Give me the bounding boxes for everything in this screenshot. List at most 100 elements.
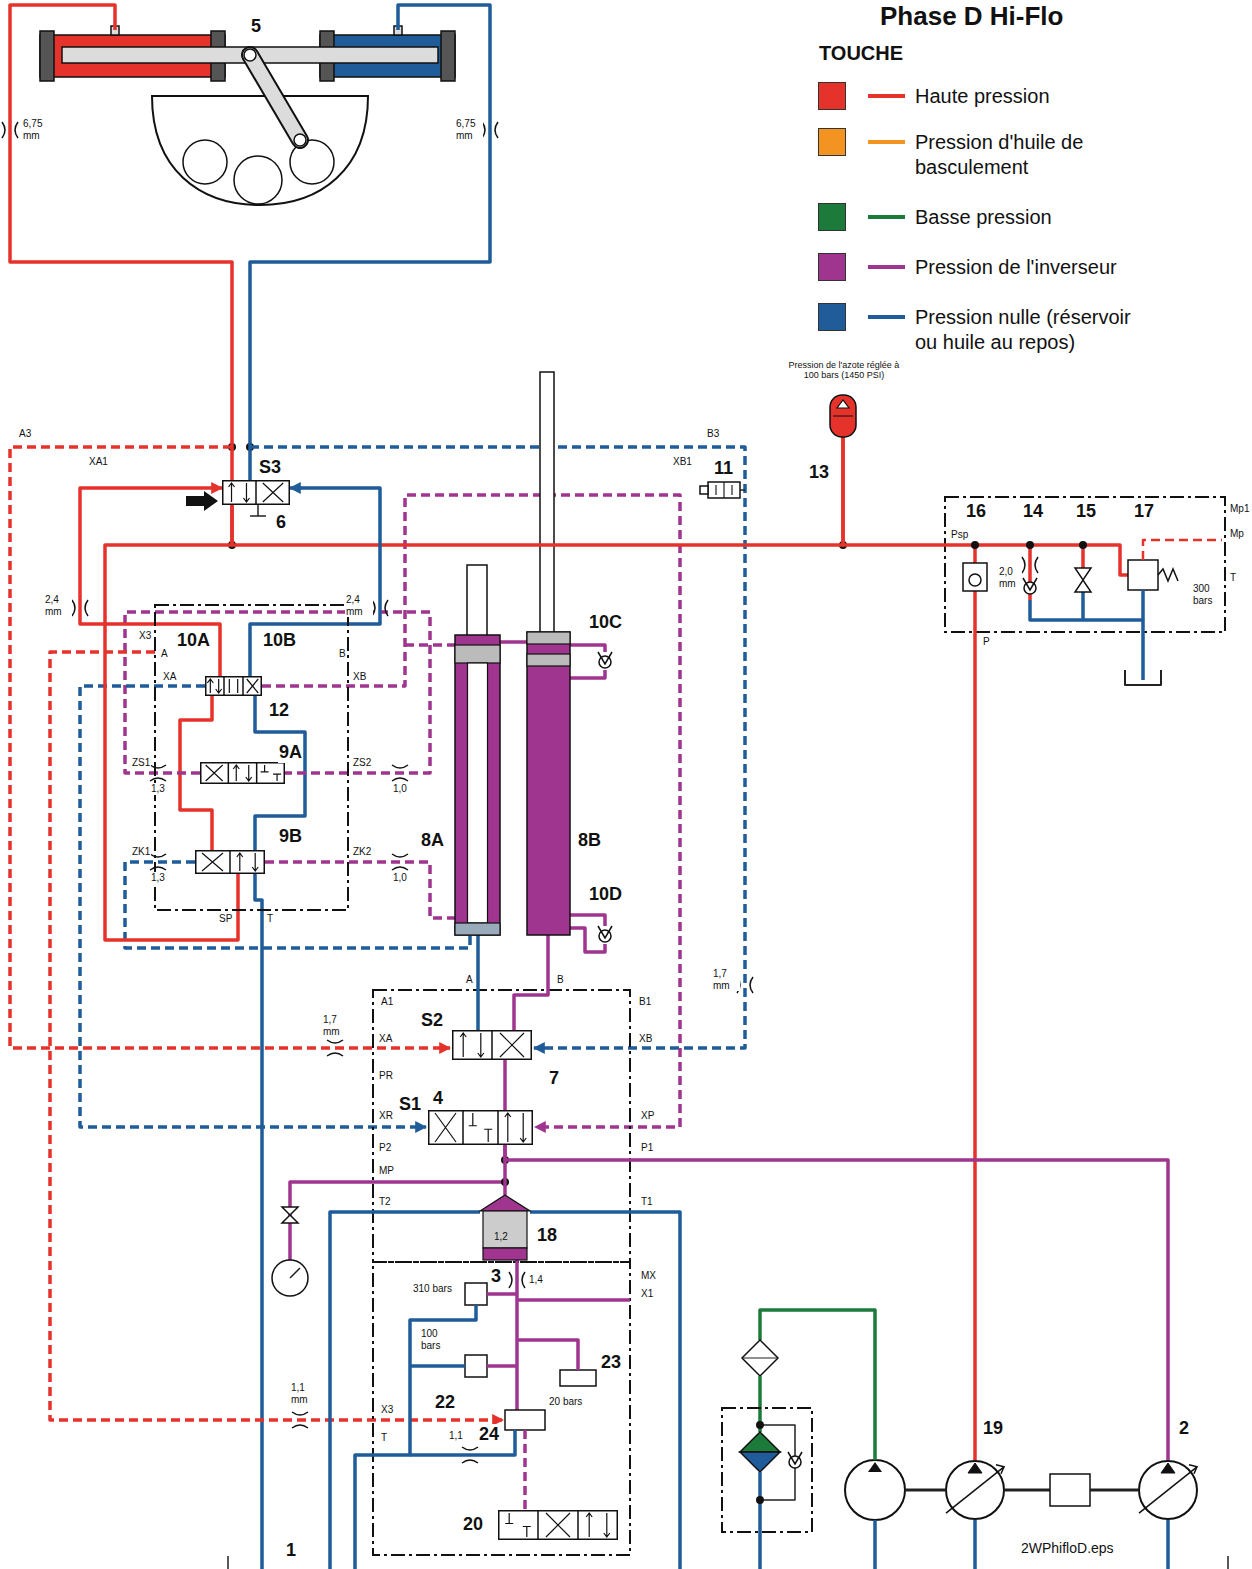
junction-dot: [756, 1421, 764, 1429]
hydraulic-line: [125, 862, 470, 948]
callout-number: S2: [420, 1010, 444, 1031]
accumulator-mark: [837, 400, 849, 408]
pipe-connector: [105, 505, 238, 940]
restrictor-symbol: [150, 854, 166, 870]
port-label: 1,3: [150, 783, 166, 795]
symbol-stroke: [246, 765, 252, 781]
callout-number: 17: [1133, 501, 1155, 522]
gear-pump: [845, 1460, 905, 1520]
tank-symbol: [1125, 670, 1161, 685]
port-label: Mp1: [1229, 503, 1250, 515]
shape-outline: [945, 497, 1225, 632]
hydraulic-line: [905, 1489, 945, 1492]
callout-number: 8B: [577, 830, 602, 851]
spring: [1158, 569, 1178, 581]
filter-element: [740, 1452, 780, 1472]
valve-body: [201, 763, 285, 784]
hydraulic-line: [530, 1212, 680, 1569]
pressure-gauge: [272, 1260, 308, 1296]
port-label: T2: [378, 1196, 392, 1208]
hydraulic-line: [410, 1364, 465, 1368]
port-label: 100 bars: [420, 1328, 448, 1351]
symbol-stroke: [247, 679, 258, 693]
port-label: ZK1: [131, 846, 151, 858]
hydraulic-line: [236, 874, 240, 910]
symbol-stroke: [505, 1513, 513, 1524]
hydraulic-cylinder: 8A: [455, 635, 500, 935]
valve-symbol: 9A: [200, 762, 285, 784]
port-label: XP: [640, 1110, 655, 1122]
symbol-stroke: [537, 1510, 539, 1540]
port-label: 1,7 mm: [712, 968, 740, 991]
restrictor-symbol: [392, 765, 408, 781]
hydraulic-line: [1005, 1489, 1050, 1492]
filter-symbol: [742, 1340, 778, 1376]
port-label: 1,0: [392, 783, 408, 795]
pivot: [244, 49, 256, 61]
hydraulic-line: [758, 1532, 762, 1569]
component-label: 1,2: [494, 1231, 508, 1243]
restrictor-symbol: [327, 1040, 343, 1056]
piston-rod: [467, 565, 487, 637]
junction-dot: [1079, 541, 1087, 549]
hydraulic-line: [570, 928, 605, 952]
port-label: B1: [638, 996, 652, 1008]
callout-number: 10C: [588, 612, 623, 633]
variable-arrow: [1189, 1465, 1197, 1474]
shutoff-valve: [282, 1207, 298, 1223]
symbol-stroke: [273, 774, 281, 781]
callout-number: 20: [462, 1514, 484, 1535]
port-label: X3: [380, 1404, 394, 1416]
hydraulic-line: [570, 915, 605, 926]
port-label: T: [266, 913, 274, 925]
port-label: X1: [640, 1288, 654, 1300]
logic-chamber: [483, 1248, 527, 1260]
valve-body: [453, 1031, 532, 1060]
callout-number: 23: [600, 1352, 622, 1373]
port-label: PR: [378, 1070, 394, 1082]
port-label: T1: [640, 1196, 654, 1208]
callout-number: 10B: [262, 630, 297, 651]
symbol-stroke: [491, 1030, 493, 1060]
hydraulic-line: [760, 1310, 875, 1460]
callout-number: 9B: [278, 826, 303, 847]
port-label: XA: [378, 1033, 393, 1045]
check-valve-seat: [1023, 578, 1037, 590]
shape-outline: [455, 635, 500, 935]
cylinder-body: [527, 632, 570, 935]
housing-outline: [155, 605, 348, 910]
hydraulic-line: [290, 1182, 505, 1260]
cylinder-tube: [468, 663, 488, 923]
symbol-stroke: [255, 480, 257, 505]
shape-outline: [428, 1110, 533, 1145]
pump-triangle: [868, 1462, 882, 1472]
port-label: P: [982, 636, 991, 648]
symbol-stroke: [577, 1510, 579, 1540]
symbol-stroke: [500, 1033, 524, 1057]
symbol-stroke: [233, 765, 239, 781]
shape-outline: [222, 480, 290, 505]
hydraulic-line: [515, 1260, 519, 1410]
hydraulic-line: [50, 652, 503, 1420]
callout-number: 10D: [588, 884, 623, 905]
shape-outline: [527, 632, 570, 935]
port-label: 2,4 mm: [345, 594, 373, 617]
hydraulic-line: [125, 612, 430, 773]
legend-swatch: [818, 82, 846, 110]
bearing-circle: [183, 140, 227, 184]
symbol-stroke: [237, 853, 243, 871]
legend-line-sample: [868, 140, 905, 144]
pump-triangle: [968, 1463, 982, 1473]
legend-text: Pression nulle (réservoir ou huile au re…: [915, 305, 1155, 355]
port-label: T: [1229, 572, 1237, 584]
symbol-stroke: [242, 676, 244, 696]
hydraulic-line: [1143, 540, 1222, 560]
hydraulic-line: [487, 1292, 517, 1296]
piston-rod: [540, 372, 554, 634]
port-label: 1,3: [150, 872, 166, 884]
port-label: 310 bars: [412, 1283, 453, 1295]
accumulator-mark: [833, 416, 853, 417]
check-valve: [969, 574, 981, 586]
